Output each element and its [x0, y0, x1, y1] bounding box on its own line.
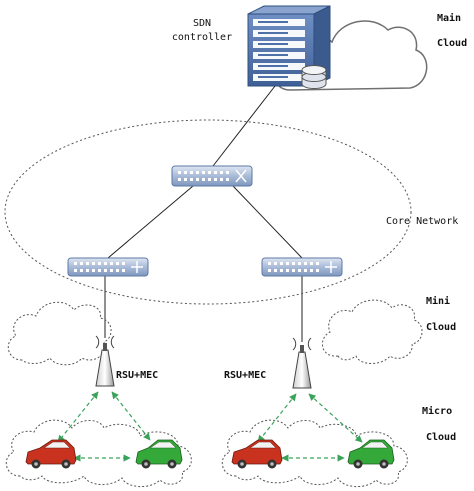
mini-cloud-right	[322, 299, 423, 364]
core-network-boundary	[4, 119, 412, 305]
rsu-right-label: RSU+MEC	[224, 370, 266, 381]
main-cloud-label-line1: Main	[437, 12, 461, 24]
mini-cloud-label-line2: Cloud	[426, 322, 456, 333]
micro-cloud-label-line1: Micro	[422, 405, 452, 417]
red-car-right	[231, 439, 283, 469]
mini-cloud-left	[7, 301, 112, 366]
mini-cloud-label-line1: Mini	[426, 295, 450, 307]
green-car-right	[347, 439, 395, 469]
main-cloud-label-line2: Cloud	[437, 38, 467, 49]
core-network-label: Core Network	[386, 216, 458, 227]
controller-label-line2: controller	[172, 32, 232, 43]
core-switch	[171, 165, 253, 187]
micro-cloud-label-line2: Cloud	[426, 432, 456, 443]
sdn-controller-server	[247, 5, 331, 87]
edge-switch-right	[261, 257, 343, 277]
rsu-tower-left	[95, 335, 115, 387]
red-car-left	[25, 439, 77, 469]
micro-cloud-right	[221, 419, 408, 487]
rsu-tower-right	[292, 337, 312, 389]
rsu-left-label: RSU+MEC	[116, 370, 158, 381]
v2x-links	[57, 391, 363, 462]
green-car-left	[135, 439, 183, 469]
database-icon	[301, 65, 327, 89]
edge-switch-left	[67, 257, 149, 277]
network-links	[104, 85, 303, 342]
controller-label-line1: SDN	[193, 18, 211, 29]
